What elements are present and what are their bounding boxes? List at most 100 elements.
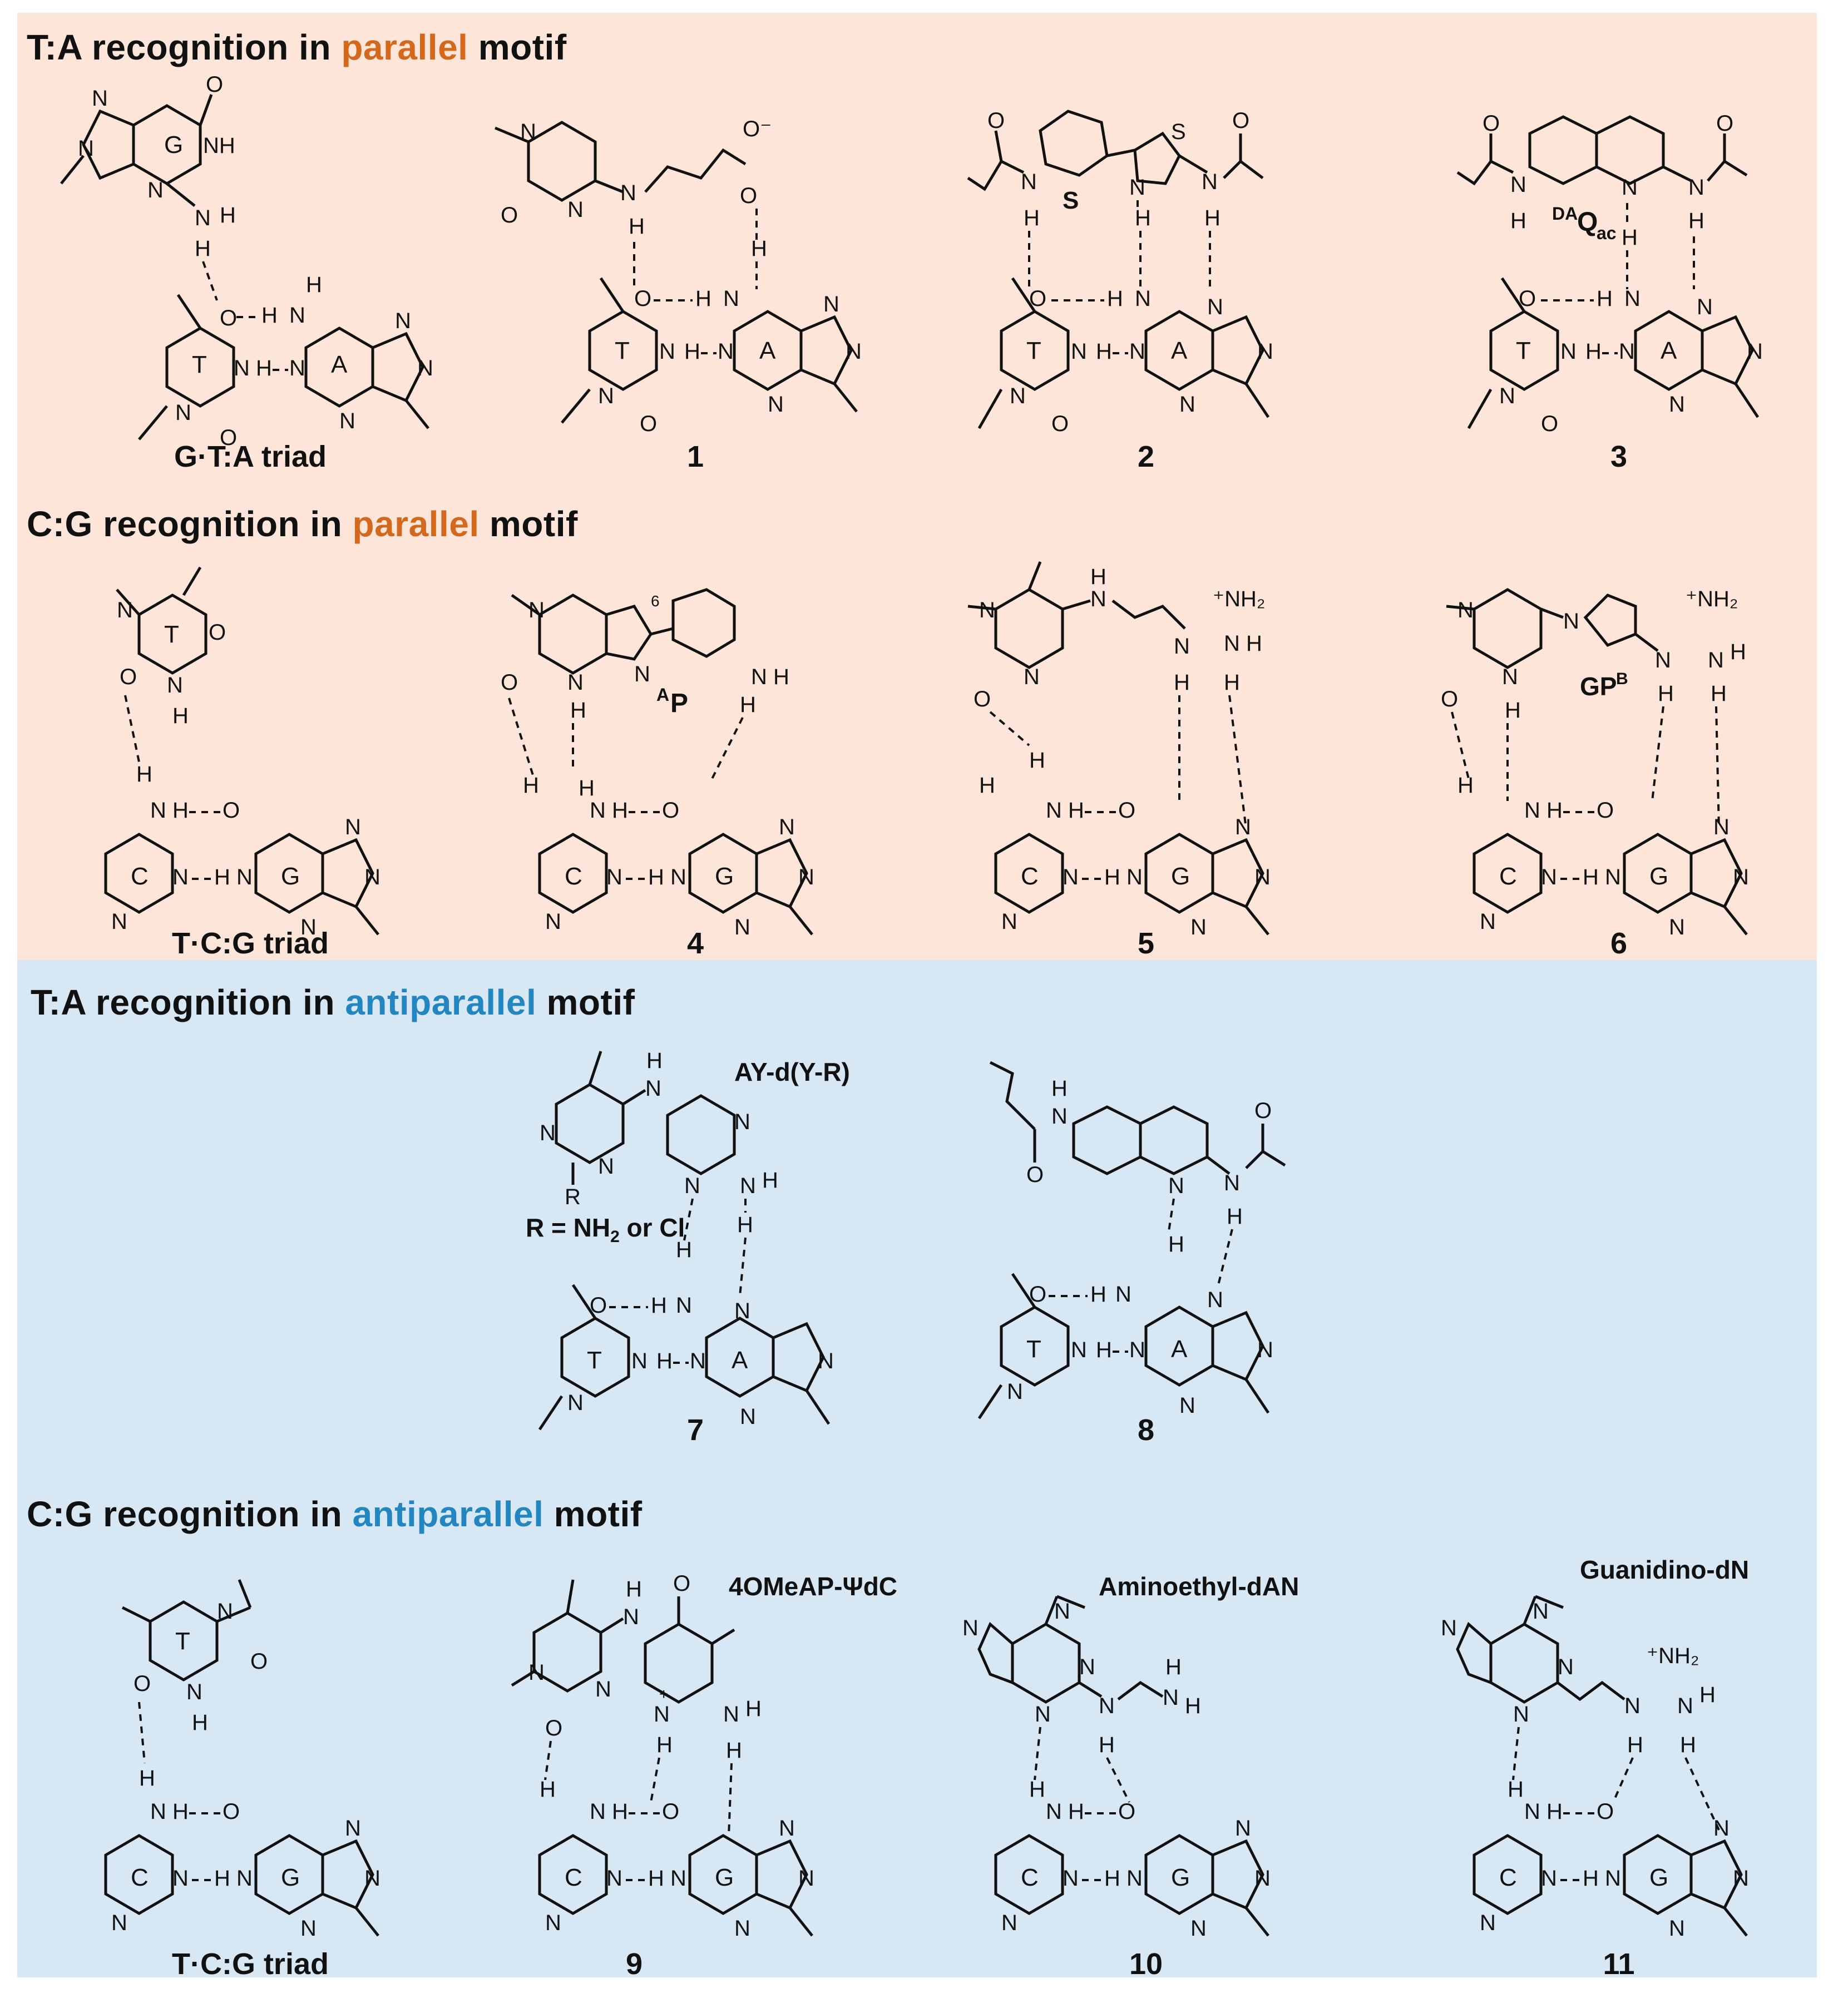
svg-text:H: H: [612, 1799, 628, 1824]
svg-text:T: T: [1026, 1336, 1041, 1363]
label-structure-1: 1: [686, 440, 704, 473]
svg-text:N: N: [979, 598, 995, 622]
svg-text:O: O: [974, 687, 991, 711]
svg-text:H: H: [740, 693, 756, 717]
svg-text:N: N: [779, 1816, 795, 1841]
svg-text:N: N: [606, 865, 622, 889]
svg-text:N: N: [1235, 815, 1251, 839]
svg-text:C: C: [131, 1864, 149, 1891]
svg-text:N: N: [1655, 648, 1671, 672]
svg-text:N: N: [734, 1110, 750, 1134]
label-structure-10: 10: [1129, 1947, 1163, 1981]
svg-text:H: H: [570, 698, 586, 723]
svg-text:N: N: [528, 598, 545, 622]
svg-text:H: H: [676, 1238, 692, 1262]
r-substituent-note: R = NH2 or Cl: [526, 1213, 685, 1247]
svg-text:+: +: [659, 1685, 668, 1703]
svg-text:H: H: [1680, 1733, 1696, 1757]
svg-text:C: C: [1499, 1864, 1517, 1891]
svg-text:A: A: [1171, 1336, 1188, 1363]
svg-text:H: H: [684, 339, 700, 364]
svg-text:H: H: [1068, 1799, 1084, 1824]
svg-text:H: H: [1658, 681, 1674, 706]
label-structure-8: 8: [1137, 1413, 1155, 1447]
svg-text:C: C: [565, 1864, 582, 1891]
svg-text:H: H: [1051, 1076, 1068, 1101]
svg-text:N: N: [1021, 170, 1037, 194]
svg-text:N: N: [289, 303, 305, 328]
svg-text:N: N: [1605, 865, 1621, 889]
svg-text:T: T: [1516, 337, 1531, 364]
svg-text:N: N: [1079, 1655, 1095, 1679]
svg-text:N: N: [1001, 1911, 1017, 1935]
svg-text:Q: Q: [1577, 207, 1598, 237]
svg-text:N: N: [846, 339, 862, 364]
svg-text:O: O: [1051, 412, 1069, 436]
svg-text:N: N: [1090, 587, 1106, 611]
svg-text:O: O: [1118, 798, 1135, 823]
svg-text:H: H: [220, 203, 236, 227]
svg-text:N: N: [236, 865, 253, 889]
svg-text:N: N: [1174, 634, 1190, 659]
svg-text:N: N: [1254, 865, 1271, 889]
svg-text:H: H: [656, 1349, 673, 1373]
svg-text:O: O: [134, 1671, 151, 1696]
svg-text:H: H: [1227, 1204, 1243, 1229]
svg-text:G: G: [715, 1864, 734, 1891]
svg-text:N: N: [78, 136, 94, 161]
svg-text:H: H: [695, 286, 711, 311]
svg-text:H: H: [579, 776, 595, 800]
svg-text:N: N: [520, 120, 536, 144]
svg-text:N: N: [1129, 1338, 1145, 1362]
svg-text:T: T: [192, 351, 207, 378]
svg-text:N: N: [606, 1866, 622, 1891]
svg-text:N: N: [740, 1174, 756, 1198]
svg-text:N: N: [1524, 798, 1540, 823]
svg-text:N: N: [1010, 384, 1026, 408]
svg-text:N: N: [147, 178, 164, 202]
svg-text:ac: ac: [1597, 223, 1617, 243]
svg-text:N: N: [718, 339, 734, 364]
svg-text:O: O: [1254, 1099, 1272, 1123]
svg-text:N: N: [1024, 665, 1040, 689]
svg-text:N: N: [1035, 1702, 1051, 1727]
svg-text:N: N: [567, 670, 584, 695]
svg-text:N: N: [1257, 339, 1273, 364]
svg-text:H: H: [195, 236, 211, 261]
svg-text:O: O: [223, 1799, 240, 1824]
svg-text:H: H: [1135, 206, 1151, 230]
svg-text:C: C: [1499, 863, 1517, 890]
svg-text:N: N: [172, 1866, 189, 1891]
svg-text:N: N: [1135, 286, 1151, 311]
svg-text:O: O: [1441, 687, 1458, 711]
svg-text:H: H: [1096, 339, 1112, 364]
svg-text:N: N: [567, 1391, 584, 1415]
svg-text:N: N: [684, 1174, 700, 1198]
svg-text:H: H: [745, 1697, 762, 1721]
svg-text:O: O: [1026, 1163, 1044, 1187]
svg-text:O: O: [1716, 111, 1733, 136]
svg-text:G: G: [1171, 1864, 1190, 1891]
svg-text:N: N: [598, 384, 614, 408]
svg-text:H: H: [1165, 1655, 1182, 1679]
svg-text:N: N: [1669, 1916, 1685, 1941]
label-structure-6: 6: [1610, 927, 1628, 960]
svg-text:O: O: [501, 203, 518, 227]
svg-text:H: H: [540, 1777, 556, 1802]
svg-text:N: N: [1541, 865, 1557, 889]
svg-text:C: C: [1021, 863, 1039, 890]
svg-text:O: O: [662, 1799, 679, 1824]
label-structure-9: 9: [625, 1947, 643, 1981]
svg-text:N: N: [1168, 1174, 1184, 1198]
tag-4omeap-psidc: 4OMeAP-ΨdC: [729, 1572, 898, 1601]
svg-text:O: O: [1519, 286, 1536, 311]
svg-text:N: N: [111, 909, 127, 934]
svg-text:N: N: [768, 392, 784, 417]
svg-text:O: O: [545, 1716, 562, 1740]
svg-text:H: H: [139, 1766, 155, 1791]
svg-text:N: N: [345, 1816, 361, 1841]
svg-text:H: H: [1457, 773, 1474, 798]
